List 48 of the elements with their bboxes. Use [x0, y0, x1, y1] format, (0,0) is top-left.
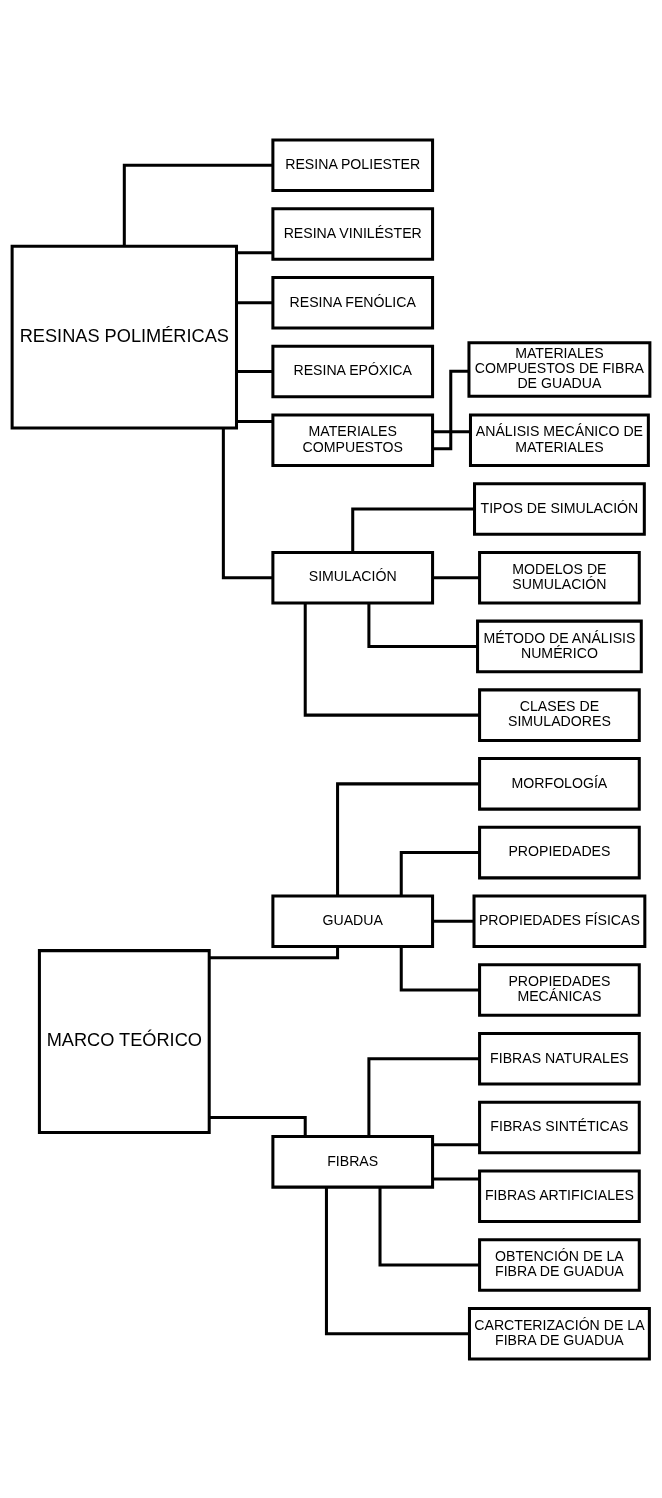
connector [236, 300, 273, 304]
connector [432, 429, 471, 433]
node-box: FIBRAS SINTÉTICAS [478, 1100, 641, 1154]
connector [209, 1115, 307, 1136]
node-box: MODELOS DE SUMULACIÓN [478, 550, 641, 604]
connector [399, 850, 480, 896]
node-box: MATERIALES COMPUESTOS DE FIBRA DE GUADUA [467, 340, 652, 398]
node-box: CARCTERIZACIÓN DE LA FIBRA DE GUADUA [467, 1306, 651, 1360]
connector [432, 369, 469, 450]
node-box: RESINA FENÓLICA [271, 275, 435, 330]
connector [432, 919, 474, 923]
connector [236, 419, 273, 423]
node-box: PROPIEDADES MECÁNICAS [478, 962, 641, 1017]
node-box: MARCO TEÓRICO [37, 948, 211, 1134]
connector [236, 369, 273, 373]
node-box: GUADUA [271, 894, 435, 948]
connector [351, 506, 475, 552]
connector [367, 602, 478, 648]
connector [324, 1186, 470, 1335]
connector [432, 1177, 480, 1181]
node-box: PROPIEDADES [478, 825, 641, 879]
node-box: RESINAS POLIMÉRICAS [10, 244, 238, 430]
node-box: SIMULACIÓN [271, 550, 435, 604]
connector [432, 1142, 480, 1146]
node-box: MORFOLOGÍA [478, 756, 641, 811]
node-box: TIPOS DE SIMULACIÓN [473, 481, 646, 536]
node-box: CLASES DE SIMULADORES [478, 687, 641, 742]
node-box: PROPIEDADES FÍSICAS [472, 894, 647, 948]
connector [221, 427, 273, 579]
connector [432, 575, 480, 579]
node-box: ANÁLISIS MECÁNICO DE MATERIALES [468, 412, 650, 467]
connector [303, 602, 480, 717]
node-box: MÉTODO DE ANÁLISIS NUMÉRICO [476, 619, 643, 673]
connector [209, 946, 340, 959]
node-box: MATERIALES COMPUESTOS [271, 412, 435, 467]
node-box: RESINA VINILÉSTER [271, 206, 435, 261]
connector [236, 250, 273, 254]
node-box: FIBRAS ARTIFICIALES [478, 1168, 641, 1223]
connector [336, 781, 480, 896]
connector [378, 1186, 480, 1266]
connector [122, 163, 273, 246]
node-box: RESINA POLIESTER [271, 138, 435, 192]
connector [399, 946, 480, 992]
node-box: FIBRAS [271, 1134, 435, 1189]
node-box: FIBRAS NATURALES [478, 1031, 641, 1086]
node-box: OBTENCIÓN DE LA FIBRA DE GUADUA [478, 1237, 641, 1292]
node-box: RESINA EPÓXICA [271, 344, 435, 398]
connector [367, 1056, 480, 1136]
